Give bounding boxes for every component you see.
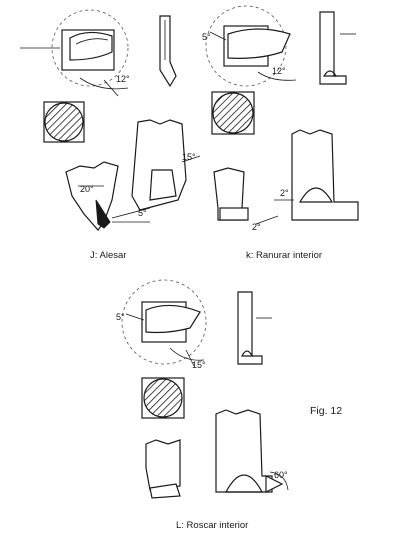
l-section-square	[141, 377, 185, 419]
figure-label: Fig. 12	[310, 405, 342, 417]
j-angle-side: 20°	[80, 184, 94, 194]
l-angle-top-left: 5°	[116, 312, 125, 322]
panel-l: 5° 15° 60° L: Roscar interior	[116, 279, 289, 531]
j-tip-detail: 20° 5°	[65, 161, 151, 231]
k-top-view: 5° 12°	[202, 5, 297, 87]
l-top-view: 5° 15°	[116, 279, 207, 370]
k-angle-top-right: 12°	[272, 66, 286, 76]
j-top-view: 12°	[20, 9, 130, 97]
caption-j: J: Alesar	[90, 250, 126, 261]
l-tool-left	[145, 439, 181, 499]
caption-l: L: Roscar interior	[176, 520, 248, 531]
j-bent-tool: 15°	[131, 119, 201, 211]
j-angle-top: 12°	[116, 74, 130, 84]
k-angle-right-upper: 2°	[280, 188, 289, 198]
j-side-view	[159, 15, 177, 88]
l-tool-right: 60°	[215, 409, 289, 493]
panel-j: 12° 15° 20° 5° J: Alesar	[20, 9, 201, 261]
k-angle-right-lower: 2°	[252, 222, 261, 232]
l-side-view	[237, 291, 272, 365]
k-side-view	[319, 11, 356, 85]
k-tool-left	[213, 167, 249, 221]
l-angle-top-bottom: 15°	[192, 360, 206, 370]
l-angle-thread: 60°	[274, 470, 288, 480]
panel-k: 5° 12° 2° 2° k: Ranurar interior	[202, 5, 359, 261]
k-tool-right: 2° 2°	[252, 129, 359, 232]
k-section-square	[211, 91, 255, 135]
k-angle-top-left: 5°	[202, 32, 211, 42]
j-angle-mid: 15°	[182, 152, 196, 162]
caption-k: k: Ranurar interior	[246, 250, 322, 261]
j-section-square	[43, 101, 85, 143]
j-angle-tip: 5°	[138, 208, 147, 218]
